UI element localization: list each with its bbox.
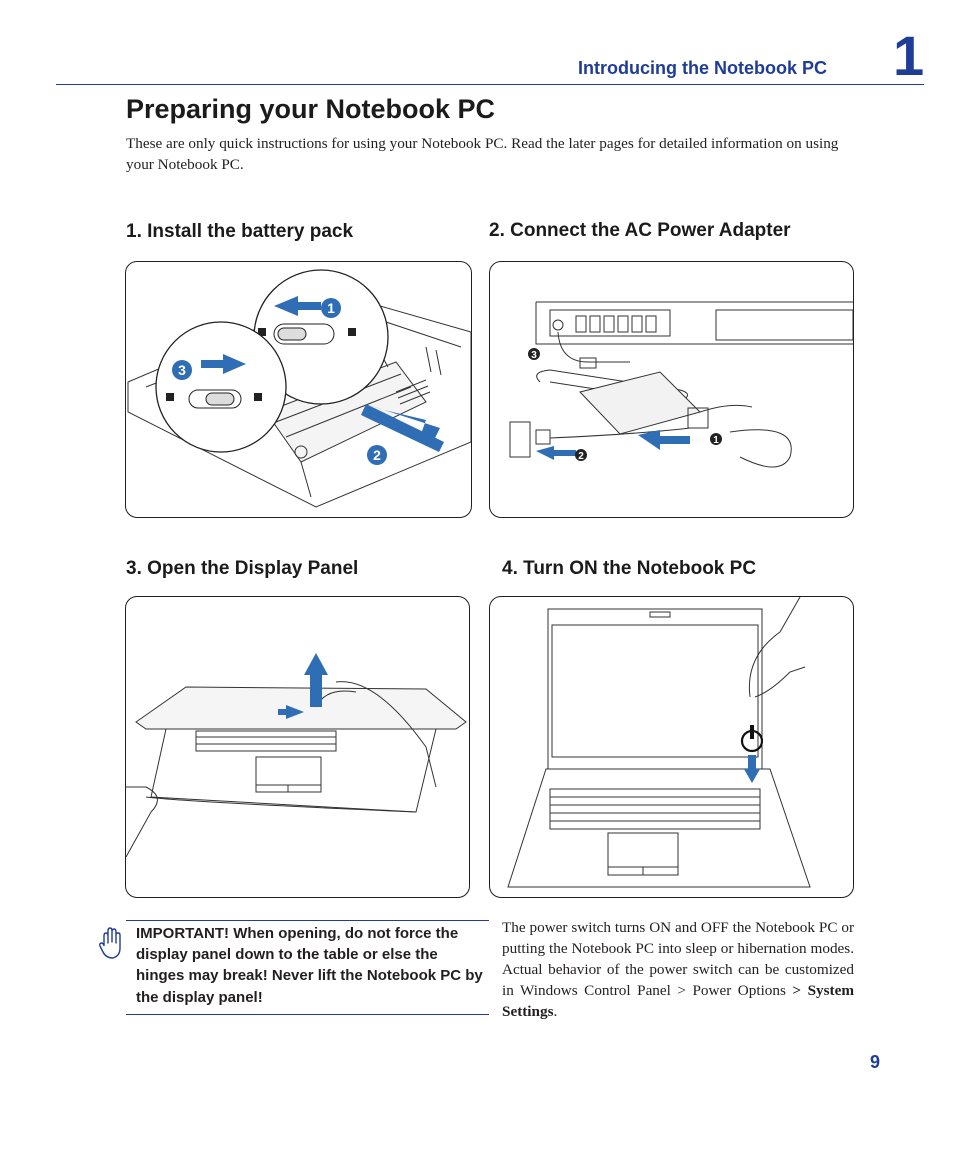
power-switch-paragraph: The power switch turns ON and OFF the No… — [502, 917, 854, 1022]
step-2-heading: 2. Connect the AC Power Adapter — [489, 220, 791, 241]
important-note: IMPORTANT! When opening, do not force th… — [136, 925, 483, 1006]
page-number: 9 — [870, 1052, 881, 1072]
callout-1: 1 — [327, 300, 335, 316]
callout-3: 3 — [531, 350, 537, 361]
power-text-end: . — [553, 1003, 558, 1020]
step-3-heading: 3. Open the Display Panel — [126, 558, 359, 579]
header-rule — [56, 84, 924, 85]
callout-3: 3 — [178, 362, 186, 378]
note-bottom-rule — [126, 1014, 489, 1015]
power-on-illustration — [489, 596, 854, 898]
ac-adapter-illustration: 1 2 3 — [489, 261, 854, 518]
callout-1: 1 — [713, 435, 719, 446]
battery-install-illustration: 1 2 3 — [125, 261, 472, 518]
callout-2: 2 — [578, 451, 584, 462]
step-4-heading: 4. Turn ON the Notebook PC — [502, 558, 757, 579]
step-1-heading: 1. Install the battery pack — [126, 221, 354, 242]
power-text: The power switch turns ON and OFF the No… — [502, 919, 854, 999]
system-settings-label: > System Settings — [502, 982, 854, 1020]
callout-2: 2 — [373, 447, 381, 463]
chapter-title: Introducing the Notebook PC — [578, 58, 827, 78]
hand-icon — [98, 926, 124, 965]
note-top-rule — [126, 920, 489, 921]
page-title: Preparing your Notebook PC — [126, 94, 496, 124]
chapter-number: 1 — [893, 24, 925, 87]
intro-paragraph: These are only quick instructions for us… — [126, 135, 839, 173]
open-display-illustration — [125, 596, 470, 898]
